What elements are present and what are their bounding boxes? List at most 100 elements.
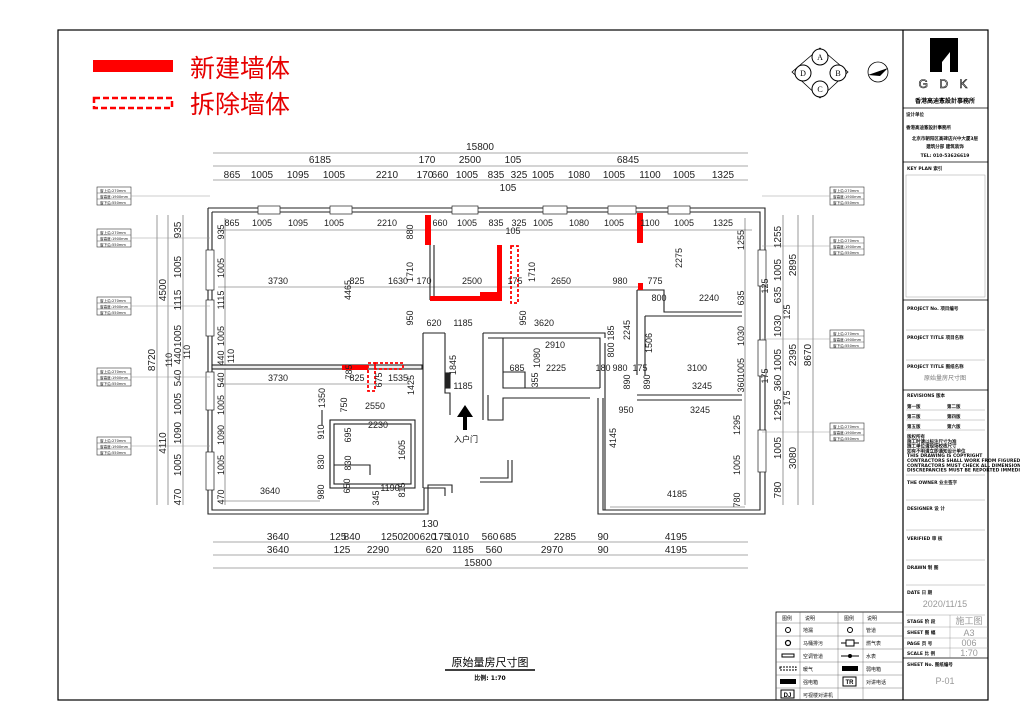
gdk-logo: G D K — [918, 38, 968, 91]
window-tag-text: 窗下沿:550mm — [100, 310, 126, 315]
sheet-no-value: P-01 — [935, 676, 954, 686]
note-line: CONTRACTORS SHALL WORK FROM FIGURED DIME… — [907, 458, 1020, 464]
window-tag-text: 窗上沿:270mm — [100, 298, 126, 303]
dimension-label: 8720 — [147, 348, 158, 371]
dimension-label: 950 — [518, 310, 528, 325]
phone-icon — [842, 676, 857, 687]
dimension-label: 1425 — [406, 375, 416, 395]
dimension-label: 1005 — [674, 218, 694, 228]
compass-letter-b: B — [835, 69, 840, 78]
window-tag-text: 窗高度:1900mm — [833, 337, 862, 342]
dimension-label: 2225 — [546, 363, 566, 373]
dimension-label: 660 — [432, 170, 449, 181]
dimension-label: 1010 — [447, 532, 470, 543]
dimension-label: 345 — [371, 490, 381, 505]
low-voltage-box-icon — [842, 666, 858, 671]
dimension-label: 2245 — [622, 320, 632, 340]
window-tag-text: 窗下沿:550mm — [833, 436, 859, 441]
north-arrow-icon — [867, 61, 889, 83]
sheet-label: SHEET 图 幅 — [907, 629, 936, 636]
dimension-label: 360 — [736, 377, 746, 392]
dimension-label: 635 — [736, 290, 746, 305]
revision-cell: 第二版 — [947, 403, 961, 410]
dimension-label: 8670 — [803, 343, 814, 366]
dimension-label: 815 — [397, 482, 407, 497]
gas-meter-icon — [841, 639, 859, 647]
dimension-label: 3620 — [534, 318, 554, 328]
legend-header-desc-2: 说明 — [867, 615, 877, 622]
compass-icon: A B C D — [791, 47, 849, 99]
window-tag-text: 窗高度:1900mm — [100, 236, 129, 241]
dimension-label: 800 — [606, 342, 616, 357]
dimension-label: 825 — [349, 373, 364, 383]
dimension-label: 780 — [773, 481, 784, 498]
revision-cell: 第一版 — [907, 403, 921, 410]
design-unit-name: 香港高迪愙設計事務所 — [905, 124, 951, 131]
date-value: 2020/11/15 — [923, 599, 967, 609]
drawing-title-label: PROJECT TITLE 图纸名称 — [907, 363, 964, 370]
window-tag-text: 窗下沿:550mm — [100, 450, 126, 455]
dimension-label: 560 — [486, 545, 503, 556]
dimension-label: 1255 — [736, 230, 746, 250]
window-tag-text: 窗高度:1900mm — [833, 430, 862, 435]
company-division: 建筑分部 建筑装饰 — [925, 143, 964, 150]
scale-label: SCALE 比 例 — [907, 650, 936, 657]
revision-cell: 第五版 — [907, 423, 921, 430]
dimension-label: 15800 — [466, 142, 494, 153]
dimension-label: 4195 — [665, 532, 688, 543]
dimension-label: 635 — [773, 286, 784, 303]
legend-desc: 马桶排污 — [803, 640, 823, 647]
dimension-label: 835 — [488, 218, 503, 228]
dimension-label: 1605 — [397, 440, 407, 460]
sheet-no-label: SHEET No. 图纸编号 — [907, 661, 953, 668]
dimension-label: 1185 — [452, 545, 474, 556]
floor-drain-icon — [785, 627, 791, 633]
legend-desc: 管道 — [866, 627, 876, 634]
dimension-label: 3245 — [692, 381, 712, 391]
dimension-label: 2285 — [554, 532, 577, 543]
dimension-label: 105 — [505, 155, 522, 166]
dimension-label: 1005 — [673, 170, 696, 181]
dimension-label: 3730 — [268, 276, 288, 286]
revision-cell: 第三版 — [907, 413, 921, 420]
dimension-label: 3640 — [260, 486, 280, 496]
revisions-label: REVISIONS 版本 — [907, 392, 946, 399]
dimension-label: 1095 — [287, 170, 310, 181]
stage-label: STAGE 阶 段 — [907, 618, 936, 625]
dimension-label: 355 — [530, 372, 540, 387]
dimension-label: 105 — [505, 226, 520, 236]
dimension-label: 1005 — [732, 455, 742, 475]
dimension-label: 1506 — [644, 333, 654, 353]
note-line: THIS DRAWING IS COPYRIGHT — [907, 453, 983, 459]
intercom-icon — [780, 689, 795, 699]
dimension-label: 890 — [622, 374, 632, 389]
dimension-label: 1100 — [639, 170, 661, 181]
phone-label: TR — [846, 680, 855, 686]
revision-cell: 第六版 — [947, 423, 961, 430]
dimension-label: 175 — [632, 363, 647, 373]
note-line: 版权所有 — [907, 433, 925, 440]
dimension-label: 2290 — [367, 545, 390, 556]
dimension-label: 685 — [500, 532, 517, 543]
dimension-label: 880 — [405, 224, 415, 239]
dimension-label: 980 — [612, 363, 627, 373]
dimension-label: 675 — [374, 372, 384, 387]
dimension-label: 1005 — [456, 170, 479, 181]
window-tag-text: 窗下沿:550mm — [100, 242, 126, 247]
dimension-label: 470 — [216, 489, 226, 504]
dimension-label: 1095 — [288, 218, 308, 228]
window-tag-text: 窗下沿:550mm — [833, 343, 859, 348]
dimension-label: 1295 — [732, 415, 742, 435]
dimension-label: 1630 — [388, 276, 408, 286]
dimension-label: 865 — [224, 170, 241, 181]
dimension-label: 3245 — [690, 405, 710, 415]
dimension-label: 695 — [343, 427, 353, 442]
dimension-label: 1185 — [453, 318, 472, 328]
